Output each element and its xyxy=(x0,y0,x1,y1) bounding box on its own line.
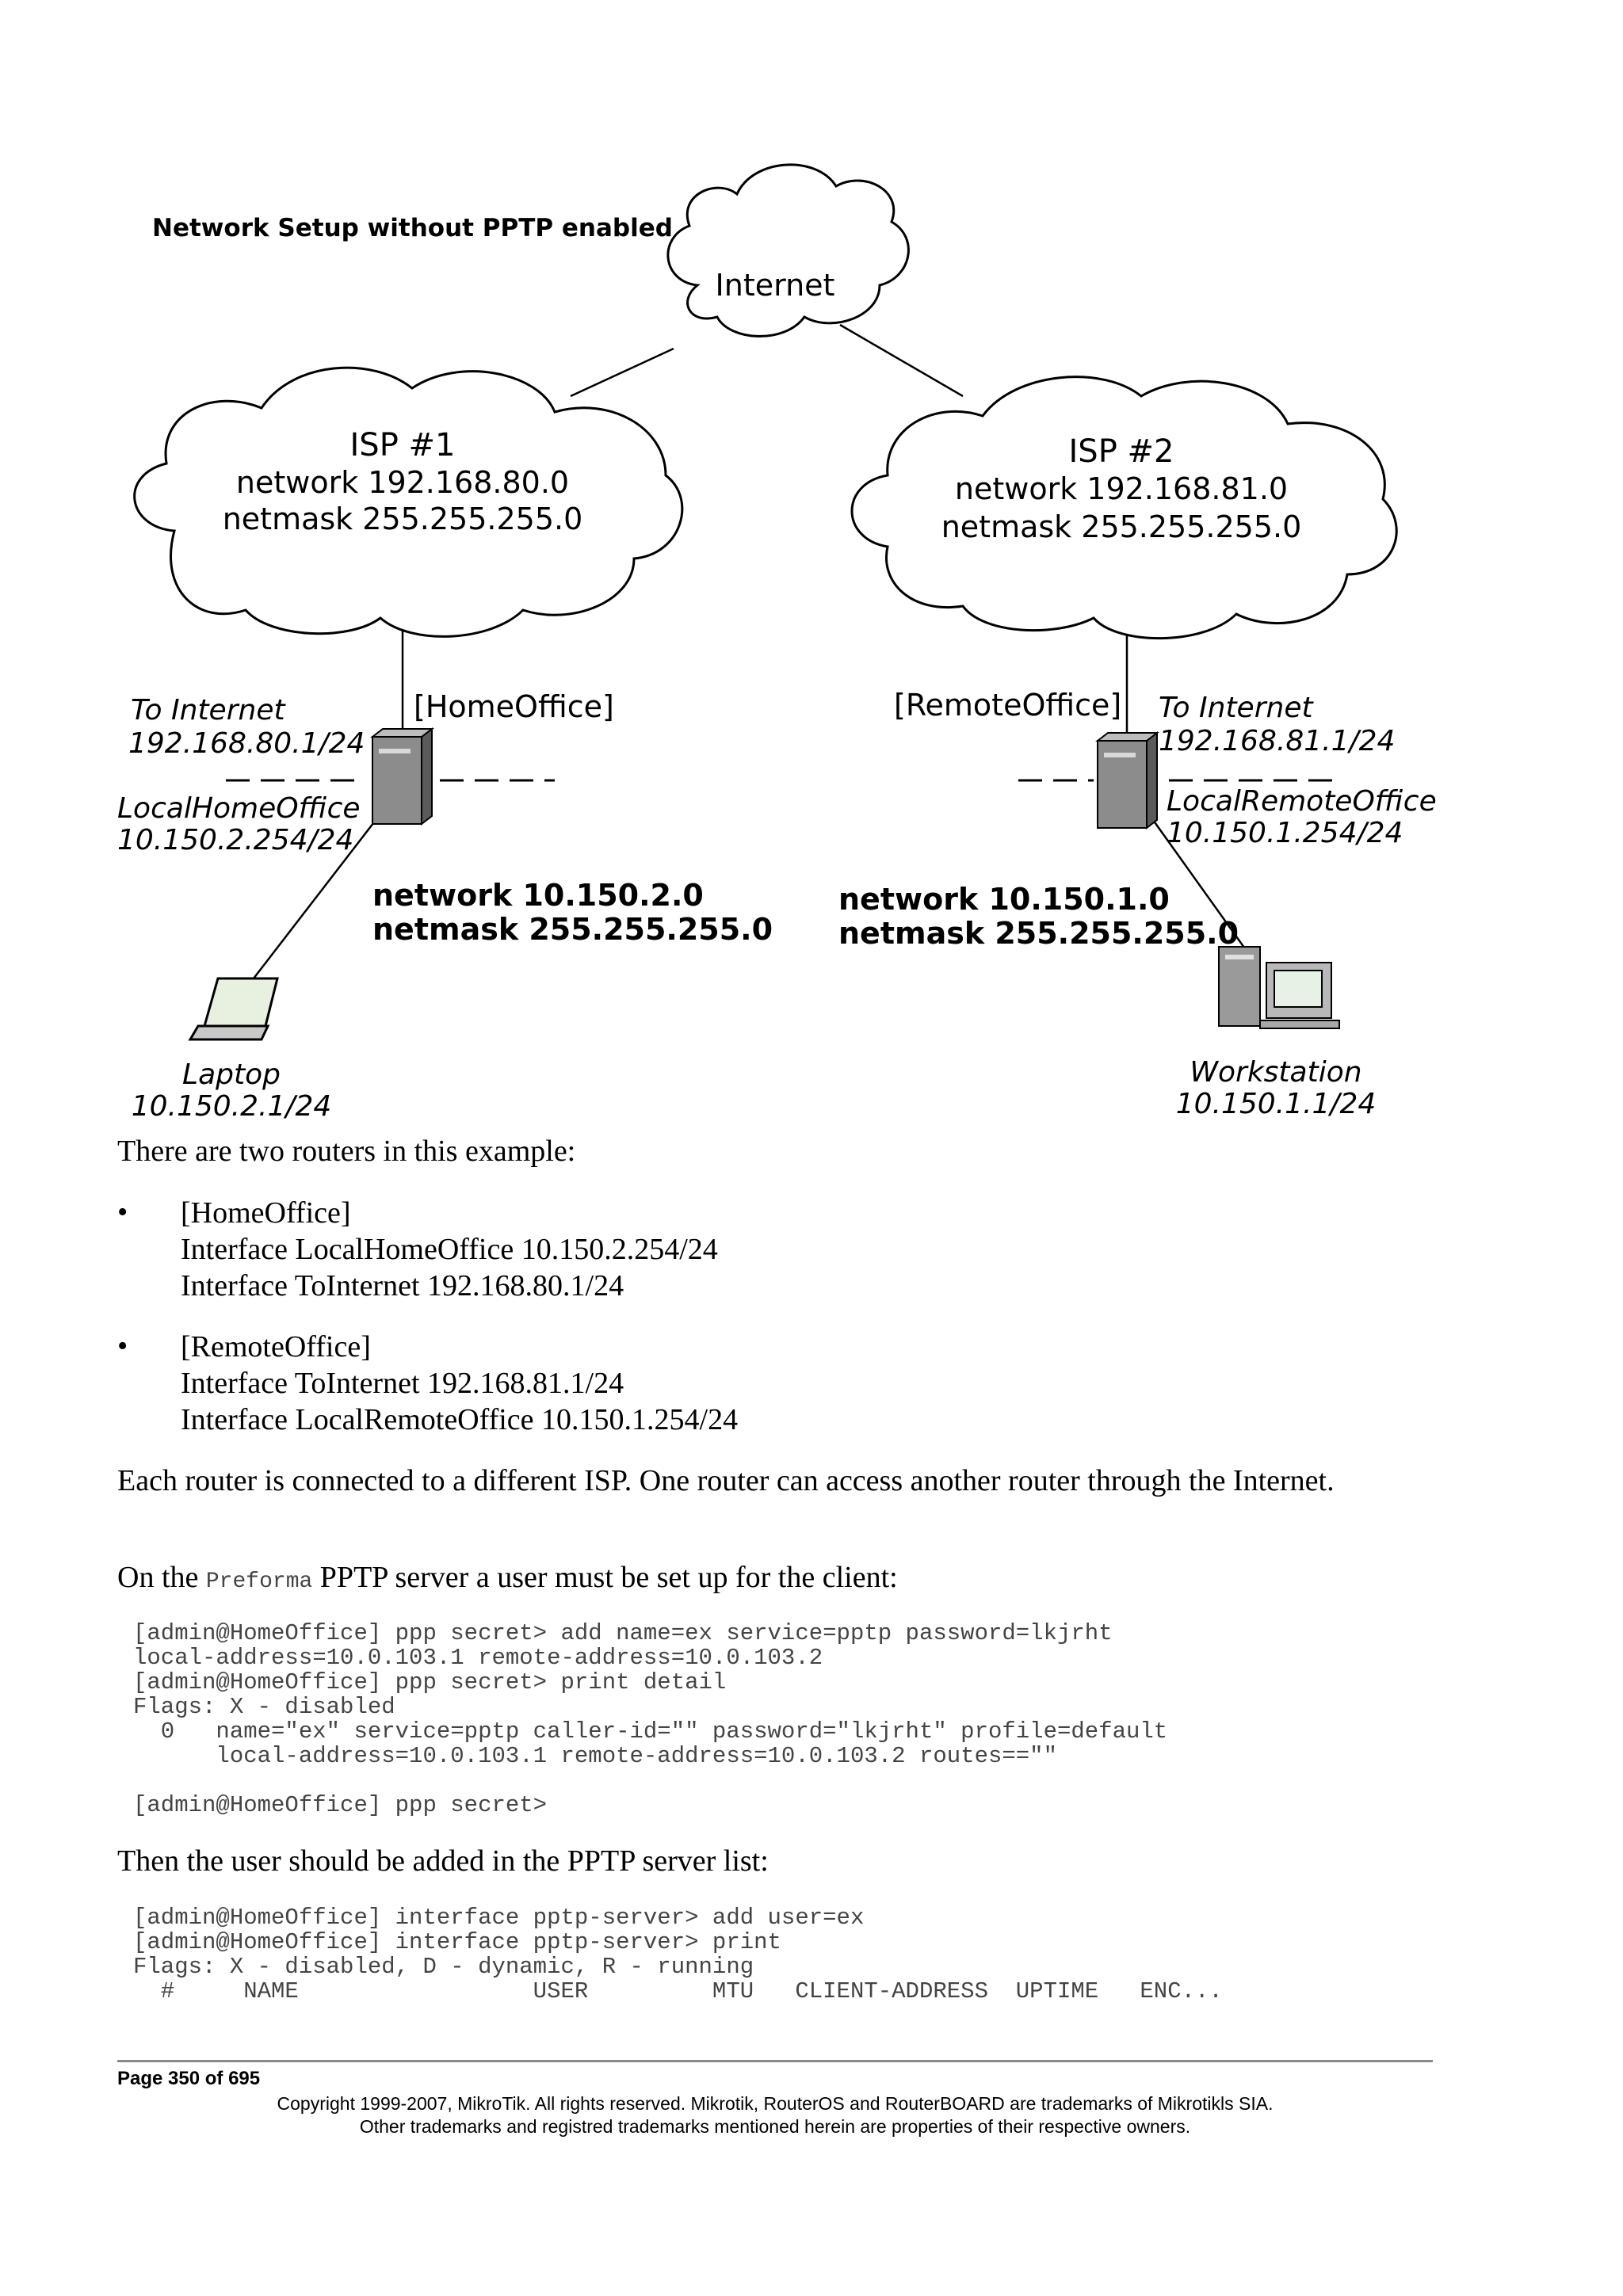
intro-paragraph: There are two routers in this example: xyxy=(117,1135,576,1168)
link-internet-isp2 xyxy=(839,323,964,398)
remote-lan-network: network 10.150.1.0 xyxy=(838,882,1170,917)
pptp-server-paragraph: Then the user should be added in the PPT… xyxy=(117,1844,769,1878)
isp1-name: ISP #1 xyxy=(350,427,456,463)
remoteoffice-router-icon xyxy=(1095,730,1159,830)
bullet-marker: • xyxy=(117,1329,128,1363)
laptop-label: Laptop xyxy=(182,1058,281,1091)
link-internet-isp1 xyxy=(570,347,674,398)
internet-cloud xyxy=(666,163,910,338)
copyright-line-2: Other trademarks and registred trademark… xyxy=(359,2116,1191,2137)
isp1-cloud xyxy=(133,366,684,638)
bullet-line: [RemoteOffice] xyxy=(181,1330,371,1363)
internet-label: Internet xyxy=(716,268,835,303)
remoteoffice-router-label: [RemoteOffice] xyxy=(894,688,1121,723)
diagram-title: Network Setup without PPTP enabled xyxy=(152,214,673,242)
workstation-icon xyxy=(1218,946,1340,1029)
remote-local-ip: 10.150.1.254/24 xyxy=(1167,817,1403,849)
footer-divider xyxy=(117,2060,1433,2062)
network-diagram: Network Setup without PPTP enabled Inter… xyxy=(117,163,1437,1123)
isp2-name: ISP #2 xyxy=(1069,433,1174,470)
inline-code: Preforma xyxy=(205,1569,313,1594)
workstation-ip: 10.150.1.1/24 xyxy=(1176,1088,1377,1120)
isp1-netmask: netmask 255.255.255.0 xyxy=(223,502,583,536)
para-text: PPTP server a user must be set up for th… xyxy=(312,1561,898,1594)
laptop-ip: 10.150.2.1/24 xyxy=(132,1090,332,1123)
bullet-remoteoffice: [RemoteOffice] Interface ToInternet 192.… xyxy=(181,1329,738,1438)
bullet-homeoffice: [HomeOffice] Interface LocalHomeOffice 1… xyxy=(181,1195,718,1304)
home-lan-network: network 10.150.2.0 xyxy=(372,878,704,913)
link-home-laptop xyxy=(253,815,380,979)
home-to-internet-label: To Internet xyxy=(131,694,286,727)
remote-to-internet-label: To Internet xyxy=(1159,692,1314,724)
code-block-pptp-server: [admin@HomeOffice] interface pptp-server… xyxy=(133,1905,1223,2004)
home-to-internet-ip: 192.168.80.1/24 xyxy=(128,727,365,760)
bullet-marker: • xyxy=(117,1196,128,1229)
homeoffice-router-icon xyxy=(370,727,434,826)
copyright-line-1: Copyright 1999-2007, MikroTik. All right… xyxy=(277,2093,1274,2114)
bullet-line: Interface ToInternet 192.168.81.1/24 xyxy=(181,1367,624,1400)
bullet-line: Interface LocalRemoteOffice 10.150.1.254… xyxy=(181,1403,739,1436)
isp-paragraph: Each router is connected to a different … xyxy=(117,1464,1335,1497)
isp2-cloud xyxy=(850,376,1398,640)
page-number: Page 350 of 695 xyxy=(117,2068,261,2089)
link-remote-workstation xyxy=(1151,819,1254,959)
isp2-network: network 192.168.81.0 xyxy=(955,471,1288,506)
home-local-ip: 10.150.2.254/24 xyxy=(117,824,353,856)
bullet-line: Interface LocalHomeOffice 10.150.2.254/2… xyxy=(181,1233,718,1266)
home-local-label: LocalHomeOffice xyxy=(117,792,361,825)
home-lan-netmask: netmask 255.255.255.0 xyxy=(372,912,773,947)
bullet-line: Interface ToInternet 192.168.80.1/24 xyxy=(181,1269,624,1302)
remote-local-label: LocalRemoteOffice xyxy=(1167,785,1437,818)
remote-to-internet-ip: 192.168.81.1/24 xyxy=(1159,725,1395,757)
code-block-ppp-secret: [admin@HomeOffice] ppp secret> add name=… xyxy=(133,1620,1168,1818)
isp1-network: network 192.168.80.0 xyxy=(236,465,569,500)
isp2-netmask: netmask 255.255.255.0 xyxy=(941,509,1302,544)
laptop-icon xyxy=(188,977,279,1041)
pptp-user-paragraph: On the Preforma PPTP server a user must … xyxy=(117,1559,1433,1600)
remote-lan-netmask: netmask 255.255.255.0 xyxy=(838,916,1239,951)
homeoffice-router-label: [HomeOffice] xyxy=(414,689,614,724)
bullet-line: [HomeOffice] xyxy=(181,1196,351,1230)
para-text: On the xyxy=(117,1561,206,1594)
workstation-label: Workstation xyxy=(1190,1056,1361,1089)
